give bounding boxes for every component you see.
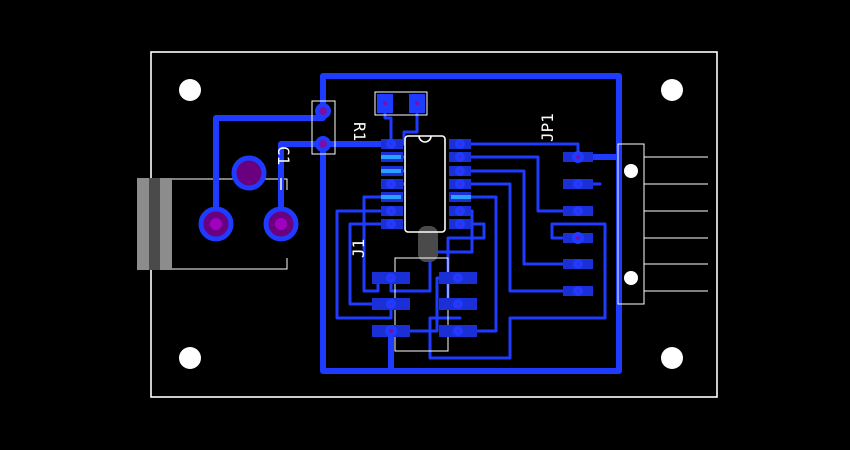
two-pin-header bbox=[374, 91, 428, 116]
via-icon bbox=[573, 259, 583, 269]
via-icon bbox=[453, 273, 463, 283]
via-icon bbox=[573, 286, 583, 296]
mount-hole-icon bbox=[179, 347, 201, 369]
via-icon bbox=[453, 326, 463, 336]
via-icon bbox=[386, 139, 396, 149]
via-icon bbox=[455, 166, 465, 176]
mount-hole-icon bbox=[661, 347, 683, 369]
via-icon bbox=[231, 155, 267, 191]
r1-designator: R1 bbox=[350, 122, 369, 141]
via-icon bbox=[386, 299, 396, 309]
via-icon bbox=[379, 97, 391, 109]
via-icon bbox=[572, 151, 584, 163]
ic-footprint bbox=[381, 135, 471, 262]
j1-designator: J1 bbox=[349, 239, 368, 258]
board-outline bbox=[150, 51, 718, 398]
via-icon bbox=[453, 299, 463, 309]
via-icon bbox=[411, 97, 423, 109]
jp1-header: JP1 bbox=[538, 113, 708, 305]
via-icon bbox=[455, 179, 465, 189]
via-icon bbox=[455, 152, 465, 162]
via-icon bbox=[455, 139, 465, 149]
via-icon bbox=[315, 103, 331, 119]
power-jack bbox=[137, 178, 288, 270]
mount-hole-icon bbox=[624, 271, 638, 285]
mount-hole-icon bbox=[624, 164, 638, 178]
jp1-designator: JP1 bbox=[538, 113, 557, 142]
via-icon bbox=[386, 179, 396, 189]
c1-footprint: C1 bbox=[198, 146, 299, 242]
via-icon bbox=[572, 232, 584, 244]
via-icon bbox=[385, 325, 397, 337]
mount-hole-icon bbox=[661, 79, 683, 101]
via-icon bbox=[573, 179, 583, 189]
via-icon bbox=[315, 136, 331, 152]
j1-footprint: J1 bbox=[349, 239, 477, 352]
mount-hole-icon bbox=[179, 79, 201, 101]
r1-footprint: R1 bbox=[311, 100, 369, 155]
via-icon bbox=[386, 273, 396, 283]
via-icon bbox=[573, 206, 583, 216]
via-icon bbox=[455, 219, 465, 229]
via-icon bbox=[386, 206, 396, 216]
via-icon bbox=[455, 206, 465, 216]
c1-designator: C1 bbox=[274, 146, 293, 165]
via-icon bbox=[386, 219, 396, 229]
